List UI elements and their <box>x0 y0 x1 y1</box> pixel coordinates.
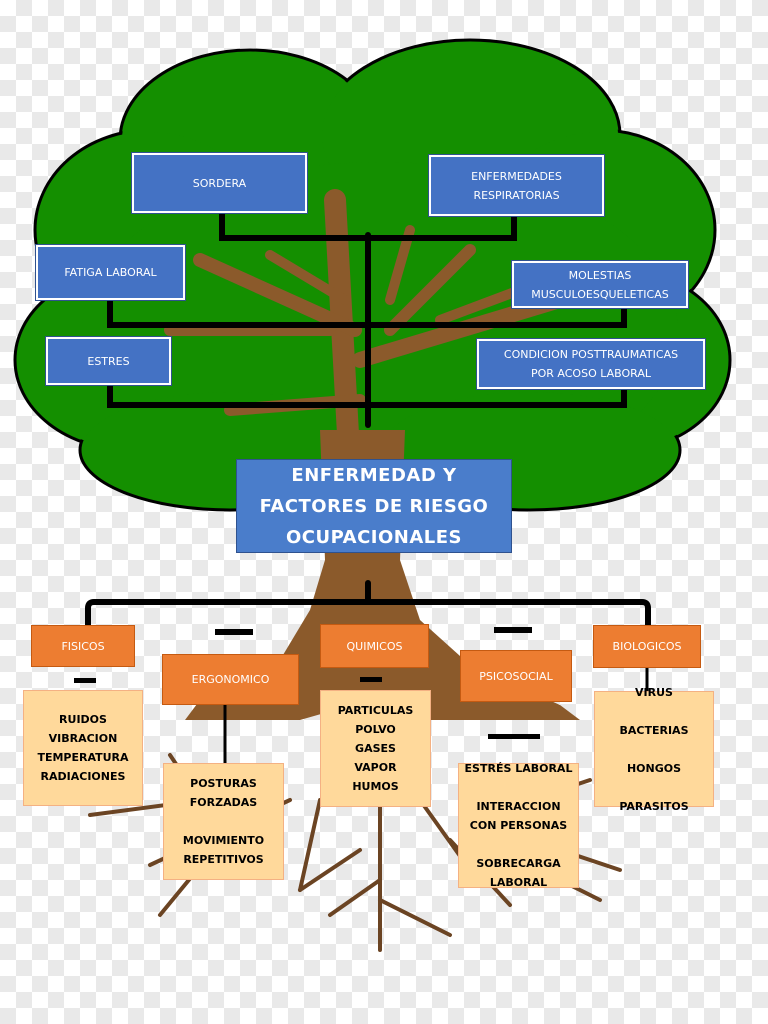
factor-fisicos: FISICOS <box>31 625 135 667</box>
disease-enfermedades-respiratorias: ENFERMEDADES RESPIRATORIAS <box>428 154 605 217</box>
disease-molestias-musculoesqueleticas: MOLESTIAS MUSCULOESQUELETICAS <box>511 260 689 309</box>
disease-condicion-posttraumaticas: CONDICION POSTTRAUMATICAS POR ACOSO LABO… <box>476 338 706 390</box>
factor-psicosocial: PSICOSOCIAL <box>460 650 572 702</box>
disease-connectors <box>107 210 627 428</box>
dash-marker <box>74 678 96 683</box>
quimicos-details: PARTICULAS POLVO GASES VAPOR HUMOS <box>320 690 431 807</box>
biologicos-details: VIRUS BACTERIAS HONGOS PARASITOS <box>594 686 714 813</box>
factor-ergonomico: ERGONOMICO <box>162 654 299 705</box>
factor-biologicos: BIOLOGICOS <box>593 625 701 668</box>
dash-marker <box>488 734 540 739</box>
ergonomico-details: POSTURAS FORZADAS MOVIMIENTO REPETITIVOS <box>163 763 284 880</box>
dash-marker <box>494 627 532 633</box>
fisicos-details: RUIDOS VIBRACION TEMPERATURA RADIACIONES <box>23 690 143 806</box>
factor-quimicos: QUIMICOS <box>320 624 429 668</box>
dash-marker <box>215 629 253 635</box>
diagram-title: ENFERMEDAD Y FACTORES DE RIESGO OCUPACIO… <box>236 459 512 553</box>
disease-estres: ESTRES <box>45 336 172 386</box>
psicosocial-details: ESTRÉS LABORAL INTERACCION CON PERSONAS … <box>458 762 579 889</box>
disease-fatiga-laboral: FATIGA LABORAL <box>35 244 186 301</box>
dash-marker <box>360 677 382 682</box>
tree-trunk <box>185 430 580 720</box>
disease-sordera: SORDERA <box>131 152 308 214</box>
factor-connectors <box>85 580 651 628</box>
